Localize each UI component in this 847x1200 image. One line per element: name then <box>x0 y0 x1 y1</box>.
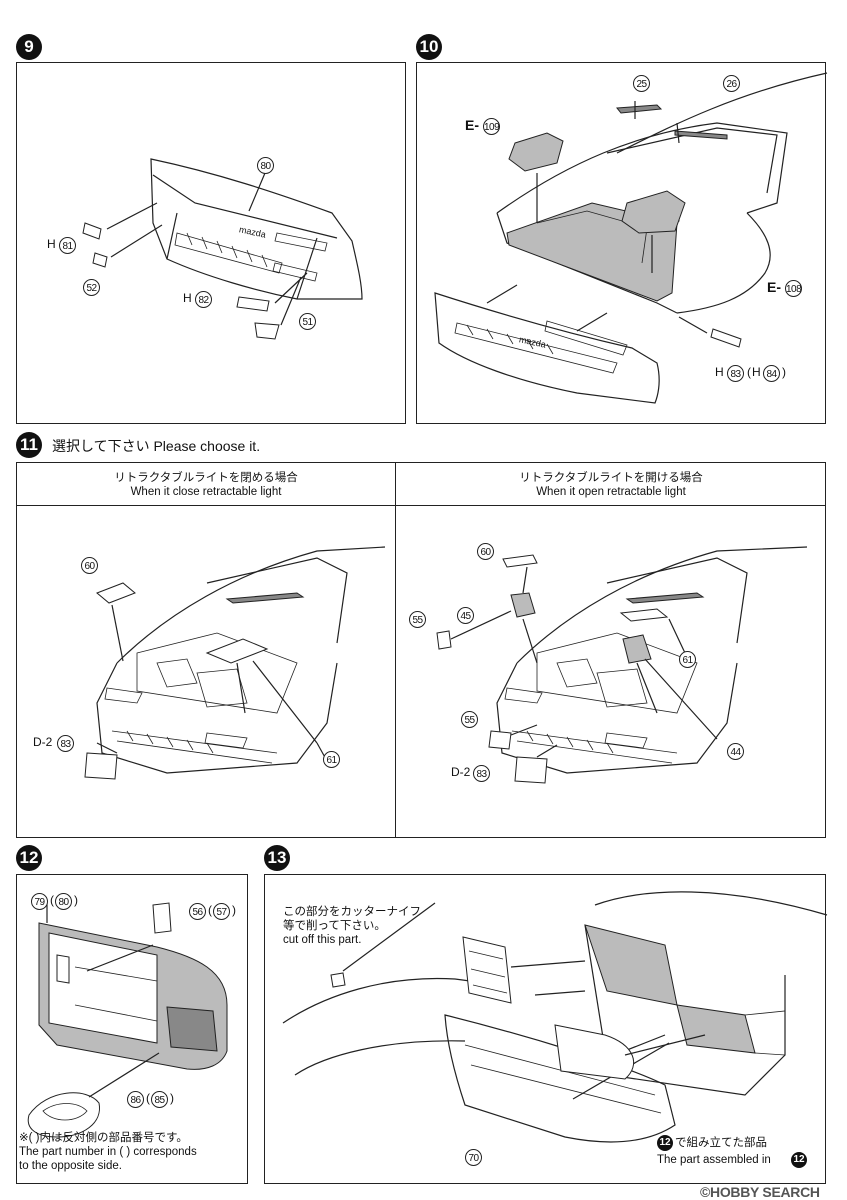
paren-close-85: ) <box>170 1091 174 1105</box>
assembled-ref-icon: 12 <box>657 1135 673 1151</box>
assembled-ref-icon-2: 12 <box>791 1152 807 1168</box>
assembled-en: The part assembled in <box>657 1154 771 1166</box>
paren-close-80: ) <box>74 893 78 907</box>
step-9-panel: mazda 80 H 81 52 H 82 51 <box>16 62 406 424</box>
part-80-alt: 80 <box>55 893 72 910</box>
step-11-illustration <box>84 546 808 784</box>
part-83: 83 <box>727 365 744 382</box>
part-26: 26 <box>723 75 740 92</box>
left-header-en: When it close retractable light <box>130 486 282 498</box>
step-10-panel: mazda 25 26 E- 109 E- 108 H 83 ( H 84 ) <box>416 62 828 424</box>
part-79: 79 <box>31 893 48 910</box>
part-70: 70 <box>465 1149 482 1166</box>
left-part-61: 61 <box>323 751 340 768</box>
paren-close-57: ) <box>232 903 236 917</box>
part-86: 86 <box>127 1091 144 1108</box>
part-52: 52 <box>83 279 100 296</box>
prefix-h-82: H <box>183 291 192 305</box>
paren-open-85: ( <box>146 1091 150 1105</box>
part-81: 81 <box>59 237 76 254</box>
callout-jp-line-1: この部分をカッターナイフ <box>283 906 421 918</box>
part-84: 84 <box>763 365 780 382</box>
step-9-number: 9 <box>16 34 42 60</box>
right-prefix-d2: D-2 <box>451 765 471 779</box>
right-part-61: 61 <box>679 651 696 668</box>
right-part-44: 44 <box>727 743 744 760</box>
left-prefix-d2: D-2 <box>33 735 53 749</box>
step-9-illustration <box>82 158 363 340</box>
paren-close: ) <box>782 365 786 379</box>
prefix-e-109: E- <box>465 117 479 133</box>
step-11-panel: リトラクタブルライトを閉める場合 When it close retractab… <box>16 462 826 838</box>
part-109: 109 <box>483 118 500 135</box>
paren-open-80: ( <box>50 893 54 907</box>
paren-open-57: ( <box>208 903 212 917</box>
step-12-panel: 79 ( 80 ) 56 ( 57 ) 86 ( 85 ) ※( )内は反対側の… <box>16 874 248 1184</box>
step-10-number: 10 <box>416 34 442 60</box>
prefix-h-84: H <box>752 365 761 379</box>
prefix-h-81: H <box>47 237 56 251</box>
step-13-illustration <box>282 891 828 1143</box>
note-line-3: to the opposite side. <box>19 1160 122 1172</box>
callout-jp-line-2: 等で削って下さい。 <box>283 920 386 932</box>
left-part-60: 60 <box>81 557 98 574</box>
note-line-2: The part number in ( ) corresponds <box>19 1146 197 1158</box>
step-11-title: 選択して下さい Please choose it. <box>52 438 261 454</box>
callout-en: cut off this part. <box>283 934 362 946</box>
watermark: ©HOBBY SEARCH <box>700 1184 820 1200</box>
right-header-jp: リトラクタブルライトを開ける場合 <box>519 472 703 484</box>
step-12-number: 12 <box>16 845 42 871</box>
step-13-number: 13 <box>264 845 290 871</box>
prefix-e-108: E- <box>767 279 781 295</box>
right-header-en: When it open retractable light <box>536 486 686 498</box>
paren-open: ( <box>747 365 751 379</box>
part-25: 25 <box>633 75 650 92</box>
step-12-illustration <box>27 902 228 1138</box>
part-82: 82 <box>195 291 212 308</box>
step-10-illustration <box>434 72 828 404</box>
part-56: 56 <box>189 903 206 920</box>
left-header-jp: リトラクタブルライトを閉める場合 <box>114 472 298 484</box>
assembled-jp: で組み立てた部品 <box>675 1137 767 1149</box>
step-11-number: 11 <box>16 432 42 458</box>
part-51: 51 <box>299 313 316 330</box>
right-part-83: 83 <box>473 765 490 782</box>
part-108: 108 <box>785 280 802 297</box>
part-85: 85 <box>151 1091 168 1108</box>
left-part-83: 83 <box>57 735 74 752</box>
right-part-45: 45 <box>457 607 474 624</box>
note-line-1: ※( )内は反対側の部品番号です。 <box>19 1132 188 1144</box>
prefix-h-83: H <box>715 365 724 379</box>
right-part-55b: 55 <box>461 711 478 728</box>
right-part-60: 60 <box>477 543 494 560</box>
part-80: 80 <box>257 157 274 174</box>
step-13-panel: この部分をカッターナイフ 等で削って下さい。 cut off this part… <box>264 874 828 1184</box>
part-57: 57 <box>213 903 230 920</box>
right-part-55a: 55 <box>409 611 426 628</box>
